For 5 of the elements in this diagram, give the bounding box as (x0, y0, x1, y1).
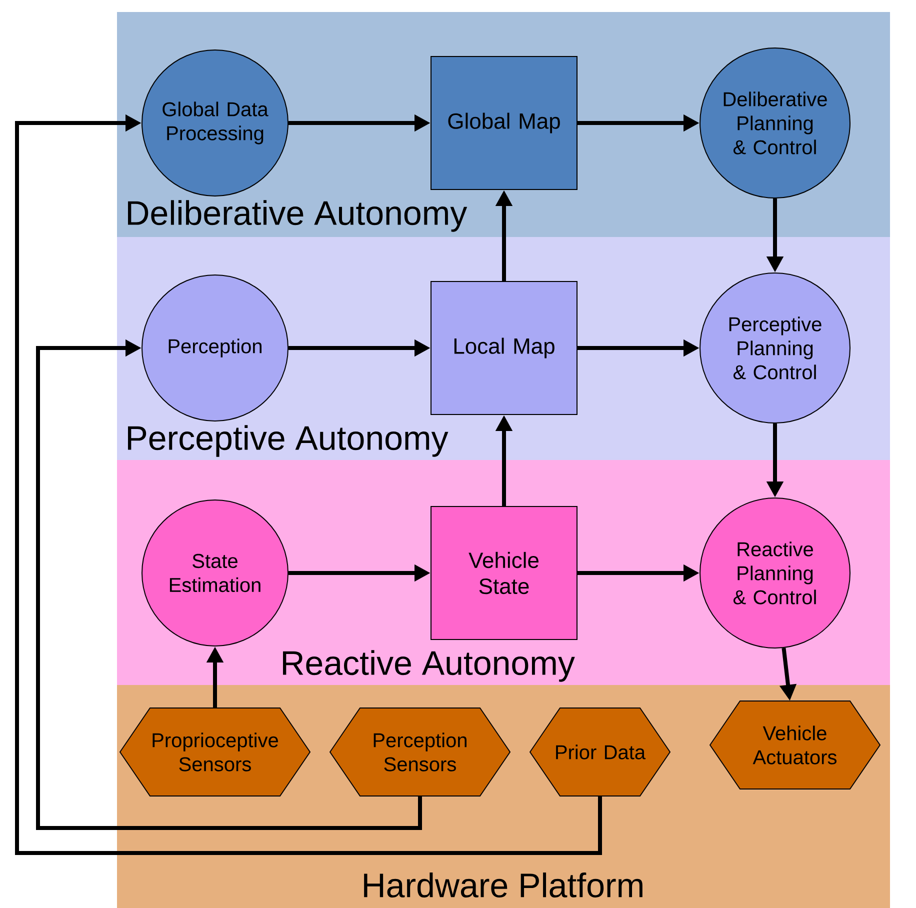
arrow (36, 339, 422, 830)
map-box: Local Map (430, 281, 578, 415)
map-box: Global Map (430, 56, 578, 190)
arrow (15, 114, 602, 855)
map-box: Vehicle State (430, 506, 578, 640)
